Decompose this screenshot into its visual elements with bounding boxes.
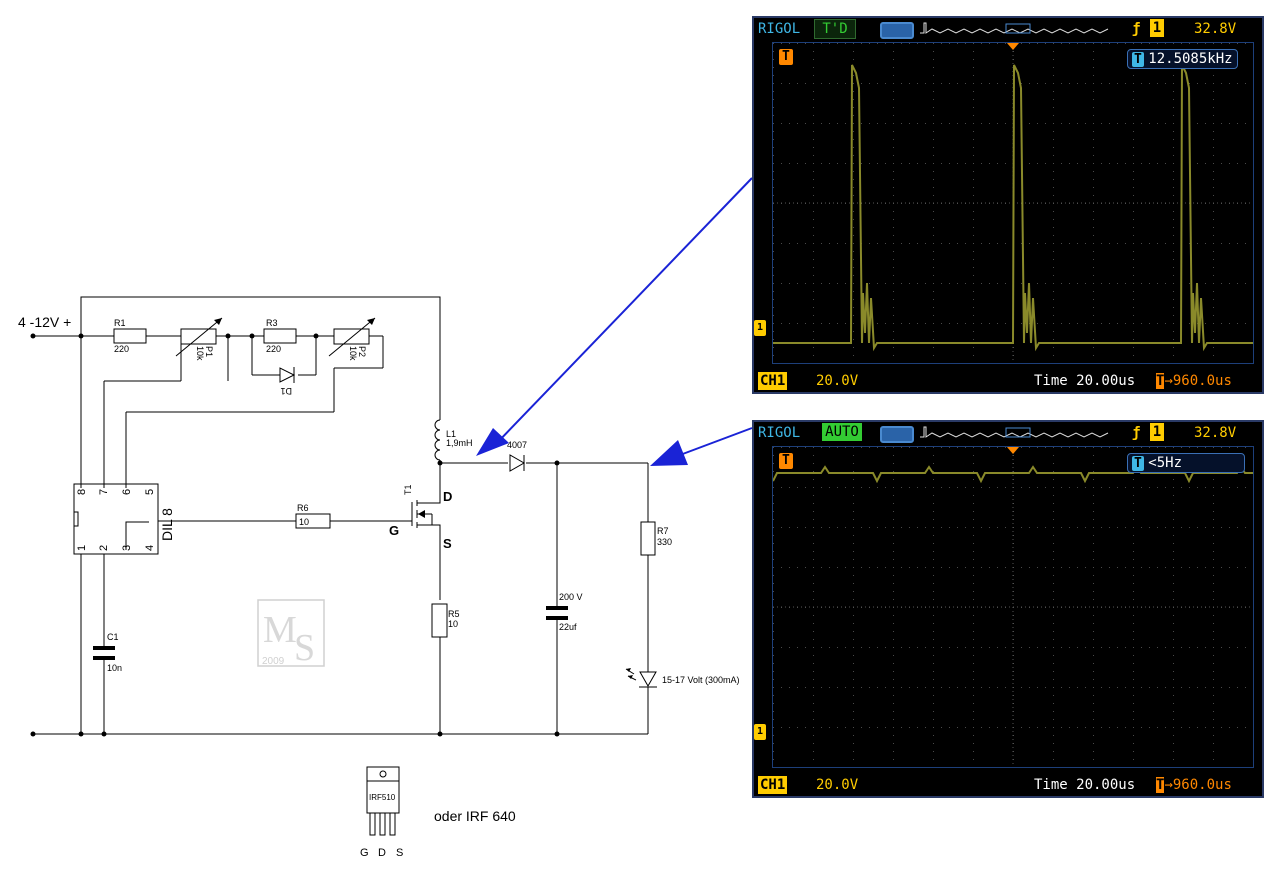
channel-1-ground-marker: 1 bbox=[754, 320, 767, 336]
r5-name: R5 bbox=[448, 609, 460, 619]
trigger-offset: T→960.0us bbox=[1156, 777, 1232, 793]
ic-pin-6: 6 bbox=[121, 489, 133, 495]
svg-text:M: M bbox=[263, 609, 297, 651]
l1-value: 1,9mH bbox=[446, 438, 473, 448]
ic-pin-2: 2 bbox=[98, 545, 110, 551]
ch1-trace bbox=[773, 465, 1253, 484]
channel-badge: CH1 bbox=[758, 776, 788, 794]
ic-pin-4: 4 bbox=[144, 545, 156, 551]
r7-name: R7 bbox=[657, 526, 669, 536]
waveform-trace bbox=[773, 43, 1253, 352]
frequency-icon: T bbox=[1132, 52, 1144, 67]
graticule bbox=[773, 447, 1253, 767]
svg-text:2009: 2009 bbox=[262, 656, 285, 667]
ic-pin-7: 7 bbox=[98, 489, 110, 495]
p2-name: P2 bbox=[357, 346, 367, 357]
ch1-trace bbox=[773, 64, 1253, 352]
trigger-channel-badge: 1 bbox=[1150, 423, 1164, 441]
d1-name: D1 bbox=[280, 386, 292, 396]
t1-pin-d: D bbox=[443, 489, 452, 504]
r7-value: 330 bbox=[657, 537, 672, 547]
scope-brand: RIGOL bbox=[758, 425, 801, 441]
trigger-position-marker bbox=[1007, 43, 1019, 50]
memory-bar-icon bbox=[880, 426, 914, 443]
r1-name: R1 bbox=[114, 318, 126, 328]
arrow-head-2 bbox=[650, 440, 688, 466]
p1-value: 10k bbox=[195, 346, 205, 361]
p2-value: 10k bbox=[348, 346, 358, 361]
waveform-trace bbox=[773, 447, 1253, 484]
waveform-overview bbox=[920, 21, 1110, 36]
channel-badge: CH1 bbox=[758, 372, 788, 390]
r5-value: 10 bbox=[448, 619, 458, 629]
package-pin-d: D bbox=[378, 847, 386, 859]
oscilloscope-screen-2: RIGOL AUTO ƒ 1 32.8V T T <5Hz 1 CH1 20.0… bbox=[752, 420, 1264, 798]
ic-label: DIL 8 bbox=[159, 508, 175, 541]
t1-pin-g: G bbox=[389, 523, 399, 538]
to220-package bbox=[366, 766, 400, 836]
c2-voltage: 200 V bbox=[559, 592, 583, 602]
trigger-edge-icon: ƒ bbox=[1132, 21, 1141, 37]
volts-per-div: 20.0V bbox=[816, 373, 859, 389]
diode-name: 4007 bbox=[507, 440, 527, 450]
c2-value: 22uf bbox=[559, 622, 577, 632]
package-pin-g: G bbox=[360, 847, 369, 859]
ic-pin-3: 3 bbox=[121, 545, 133, 551]
r3-name: R3 bbox=[266, 318, 278, 328]
trigger-level: 32.8V bbox=[1194, 425, 1237, 441]
trigger-level: 32.8V bbox=[1194, 21, 1237, 37]
waveform-overview bbox=[920, 425, 1110, 440]
c1-name: C1 bbox=[107, 632, 119, 642]
package-pin-s: S bbox=[396, 847, 403, 859]
t1-pin-s: S bbox=[443, 536, 452, 551]
probe-arrows bbox=[476, 177, 753, 466]
ic-pin-5: 5 bbox=[144, 489, 156, 495]
p1-name: P1 bbox=[204, 346, 214, 357]
l1-name: L1 bbox=[446, 429, 456, 439]
frequency-readout: T <5Hz bbox=[1127, 453, 1245, 473]
frequency-readout: T 12.5085kHz bbox=[1127, 49, 1238, 69]
trigger-edge-icon: ƒ bbox=[1132, 425, 1141, 441]
ic-pin-8: 8 bbox=[76, 489, 88, 495]
scope-brand: RIGOL bbox=[758, 21, 801, 37]
ms-watermark-logo: M S 2009 bbox=[257, 599, 325, 669]
ic-pin-1: 1 bbox=[76, 545, 88, 551]
trigger-marker-icon: T bbox=[779, 453, 793, 469]
r6-name: R6 bbox=[297, 503, 309, 513]
scope-trigger-mode: AUTO bbox=[822, 423, 862, 441]
trigger-position-marker bbox=[1007, 447, 1019, 454]
t1-name: T1 bbox=[403, 484, 413, 495]
memory-bar-icon bbox=[880, 22, 914, 39]
package-name: IRF510 bbox=[369, 793, 396, 802]
timebase: Time 20.00us bbox=[1034, 373, 1136, 389]
trigger-channel-badge: 1 bbox=[1150, 19, 1164, 37]
channel-1-ground-marker: 1 bbox=[754, 724, 767, 740]
frequency-icon: T bbox=[1132, 456, 1144, 471]
scope-trigger-mode: T'D bbox=[814, 19, 856, 39]
c1-value: 10n bbox=[107, 663, 122, 673]
package-alt: oder IRF 640 bbox=[434, 808, 516, 824]
trigger-marker-icon: T bbox=[779, 49, 793, 65]
timebase: Time 20.00us bbox=[1034, 777, 1136, 793]
r1-value: 220 bbox=[114, 344, 129, 354]
volts-per-div: 20.0V bbox=[816, 777, 859, 793]
arrow-head-1 bbox=[476, 428, 509, 456]
supply-label: 4 -12V + bbox=[18, 314, 71, 330]
r6-value: 10 bbox=[299, 517, 309, 527]
trigger-offset: T→960.0us bbox=[1156, 373, 1232, 389]
r3-value: 220 bbox=[266, 344, 281, 354]
oscilloscope-screen-1: RIGOL T'D ƒ 1 32.8V T T 12.5085kHz 1 CH1… bbox=[752, 16, 1264, 394]
led-label: 15-17 Volt (300mA) bbox=[662, 675, 740, 685]
svg-text:S: S bbox=[294, 627, 315, 669]
